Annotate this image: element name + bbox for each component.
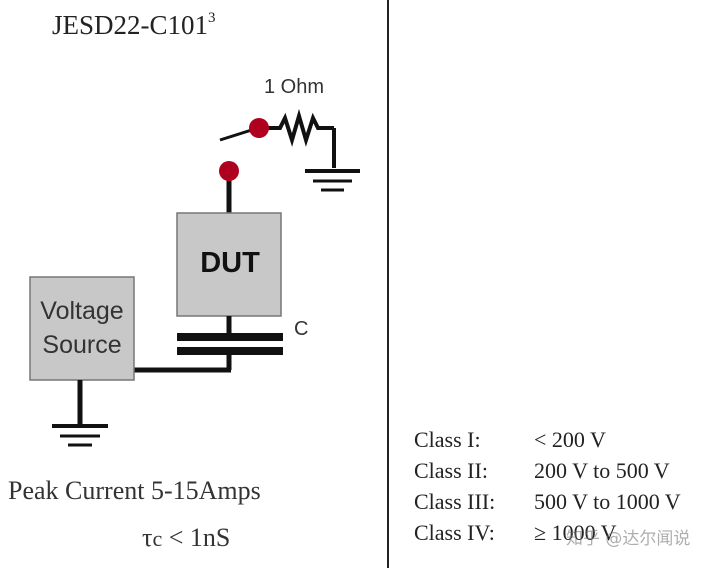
capacitor-top-plate	[177, 333, 283, 341]
class-name: Class III:	[414, 489, 496, 514]
watermark: 知乎 @达尔闻说	[566, 529, 691, 549]
peak-current-text: Peak Current 5-15Amps	[8, 476, 261, 505]
class-name: Class II:	[414, 458, 488, 483]
class-range: 500 V to 1000 V	[534, 489, 681, 514]
page-title: JESD22-C1013	[52, 10, 216, 40]
capacitor-bottom-plate	[177, 347, 283, 355]
tau-symbol: τ	[142, 523, 153, 552]
title-superscript: 3	[208, 10, 216, 26]
class-row: Class III: 500 V to 1000 V	[414, 486, 681, 517]
dut-label: DUT	[200, 247, 260, 279]
voltage-source-label: Voltage Source	[30, 294, 134, 362]
esd-class-table: Class I:< 200 V Class II:200 V to 500 V …	[414, 424, 681, 548]
resistor-label: 1 Ohm	[264, 76, 325, 98]
class-row: Class I: < 200 V	[414, 424, 681, 455]
class-range: ≥ 1000 V	[534, 520, 617, 545]
switch-contact-dot	[249, 118, 269, 138]
tau-value: < 1nS	[162, 523, 231, 552]
class-row: Class II: 200 V to 500 V	[414, 455, 681, 486]
class-range: < 200 V	[534, 427, 606, 452]
resistor-ground-symbol	[305, 169, 360, 192]
source-ground-symbol	[52, 424, 108, 447]
class-range: 200 V to 500 V	[534, 458, 670, 483]
source-label-line2: Source	[42, 331, 122, 359]
resistor	[266, 108, 334, 147]
class-row: Class IV: ≥ 1000 V	[414, 517, 681, 548]
vertical-divider	[387, 0, 389, 568]
dut-box	[176, 212, 282, 317]
circuit-diagram	[29, 108, 360, 447]
tau-condition: τc < 1nS	[142, 523, 230, 553]
dut-contact-dot	[219, 161, 239, 181]
source-label-line1: Voltage	[40, 297, 124, 325]
class-name: Class I:	[414, 427, 481, 452]
class-name: Class IV:	[414, 520, 495, 545]
capacitor-label: C	[294, 318, 309, 340]
tau-subscript: c	[152, 526, 163, 551]
